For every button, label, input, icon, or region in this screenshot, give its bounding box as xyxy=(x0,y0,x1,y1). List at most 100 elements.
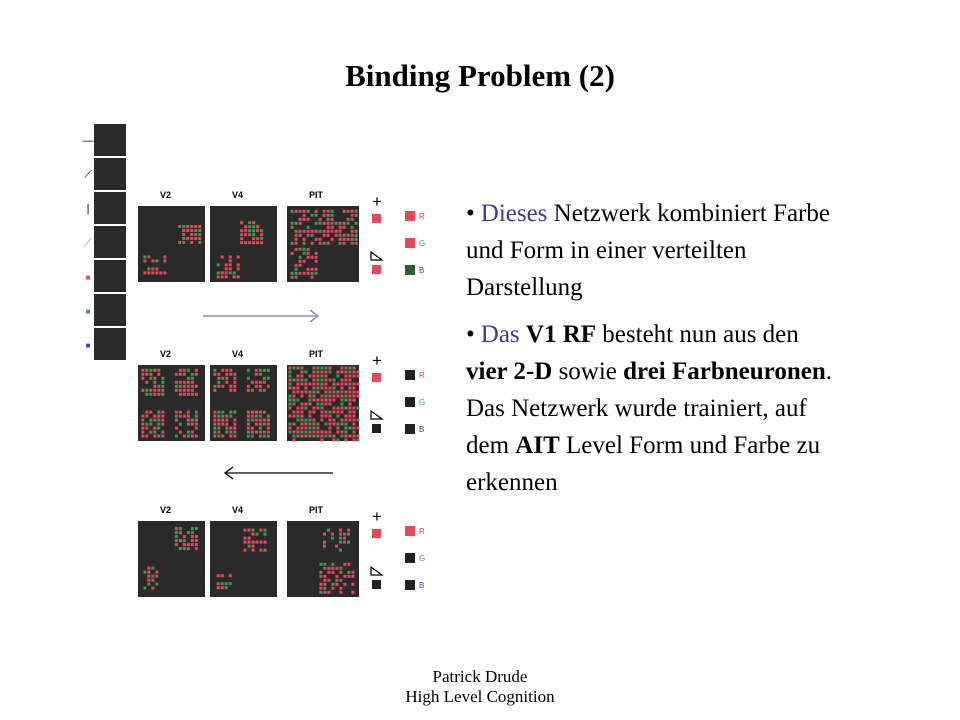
unit-cell xyxy=(356,390,360,394)
unit-cell xyxy=(145,414,149,418)
unit-cell xyxy=(294,237,298,241)
unit-cell xyxy=(344,394,348,398)
unit-cell xyxy=(350,217,354,221)
unit-cell xyxy=(298,259,302,263)
unit-cell xyxy=(149,392,153,396)
unit-cell xyxy=(340,422,344,426)
unit-cell xyxy=(153,430,157,434)
unit-cell xyxy=(336,438,340,442)
footer-author: Patrick Drude xyxy=(432,667,528,686)
unit-cell xyxy=(262,430,266,434)
unit-cell xyxy=(348,366,352,370)
unit-cell xyxy=(304,370,308,374)
unit-cell xyxy=(182,384,186,388)
unit-cell xyxy=(236,267,240,271)
unit-cell xyxy=(334,221,338,225)
unit-cell xyxy=(320,402,324,406)
unit-cell xyxy=(194,527,198,531)
unit-cell xyxy=(312,410,316,414)
unit-cell xyxy=(178,241,182,244)
unit-cell xyxy=(344,398,348,402)
unit-cell xyxy=(335,566,339,570)
unit-cell xyxy=(328,430,332,434)
unit-cell xyxy=(314,255,318,259)
unit-cell xyxy=(316,422,320,426)
unit-cell xyxy=(174,414,178,418)
unit-cell xyxy=(155,267,159,271)
unit-cell xyxy=(352,406,356,410)
color-unit xyxy=(405,238,415,248)
unit-cell xyxy=(250,418,254,422)
output-unit xyxy=(372,424,381,433)
unit-cell xyxy=(258,434,262,438)
unit-cell xyxy=(348,410,352,414)
bullet-text-segment: . Das Netzwerk wurde trainiert, auf dem xyxy=(466,358,832,459)
unit-cell xyxy=(328,390,332,394)
bullet-text-segment: Dieses xyxy=(480,200,548,227)
unit-cell xyxy=(252,241,256,245)
unit-cell xyxy=(178,368,182,372)
unit-cell xyxy=(339,548,342,552)
unit-cell xyxy=(224,275,228,279)
unit-cell xyxy=(182,392,186,396)
unit-cell xyxy=(352,422,356,426)
unit-cell xyxy=(194,418,198,422)
unit-cell xyxy=(324,414,328,418)
unit-cell xyxy=(258,426,262,430)
unit-cell xyxy=(323,582,327,586)
bullet-list: •Dieses Netzwerk kombiniert Farbe und Fo… xyxy=(466,195,846,511)
unit-cell xyxy=(194,229,198,232)
unit-cell xyxy=(266,426,270,430)
unit-cell xyxy=(216,574,220,578)
unit-cell xyxy=(327,578,331,582)
unit-cell xyxy=(330,229,334,233)
bullet-marker: • xyxy=(466,321,475,348)
slide-title: Binding Problem (2) xyxy=(345,58,615,93)
unit-cell xyxy=(324,398,328,402)
unit-cell xyxy=(220,275,224,279)
unit-cell xyxy=(246,426,250,430)
unit-cell xyxy=(342,209,346,213)
unit-cell xyxy=(344,390,348,394)
unit-cell xyxy=(316,366,320,370)
unit-cell xyxy=(314,259,318,263)
unit-cell xyxy=(217,426,221,430)
unit-cell xyxy=(336,406,340,410)
unit-cell xyxy=(316,426,320,430)
unit-cell xyxy=(312,370,316,374)
unit-cell xyxy=(190,237,194,240)
unit-cell xyxy=(314,267,318,271)
unit-cell xyxy=(266,384,270,388)
unit-cell xyxy=(186,380,190,384)
unit-cell xyxy=(262,418,266,422)
unit-cell xyxy=(352,426,356,430)
unit-cell xyxy=(248,225,252,229)
unit-cell xyxy=(330,221,334,225)
unit-cell xyxy=(145,434,149,438)
unit-cell xyxy=(312,394,316,398)
unit-cell xyxy=(306,225,310,229)
unit-cell xyxy=(161,388,165,392)
unit-cell xyxy=(145,372,149,376)
unit-cell xyxy=(220,255,224,259)
unit-cell xyxy=(288,430,292,434)
unit-cell xyxy=(347,570,351,574)
unit-cell xyxy=(351,574,355,578)
unit-cell xyxy=(216,275,220,279)
unit-cell xyxy=(225,380,229,384)
unit-cell xyxy=(306,255,310,259)
unit-cell xyxy=(336,426,340,430)
unit-cell xyxy=(348,426,352,430)
unit-cell xyxy=(143,255,147,259)
unit-cell xyxy=(343,574,347,578)
unit-cell xyxy=(147,267,151,271)
unit-cell xyxy=(298,271,302,275)
unit-cell xyxy=(300,370,304,374)
unit-cell xyxy=(342,225,346,229)
unit-cell xyxy=(256,225,260,229)
bullet-text-segment: AIT xyxy=(515,432,560,459)
unit-cell xyxy=(251,528,255,532)
color-unit xyxy=(405,211,415,221)
unit-cell xyxy=(352,374,356,378)
unit-cell xyxy=(290,225,294,229)
